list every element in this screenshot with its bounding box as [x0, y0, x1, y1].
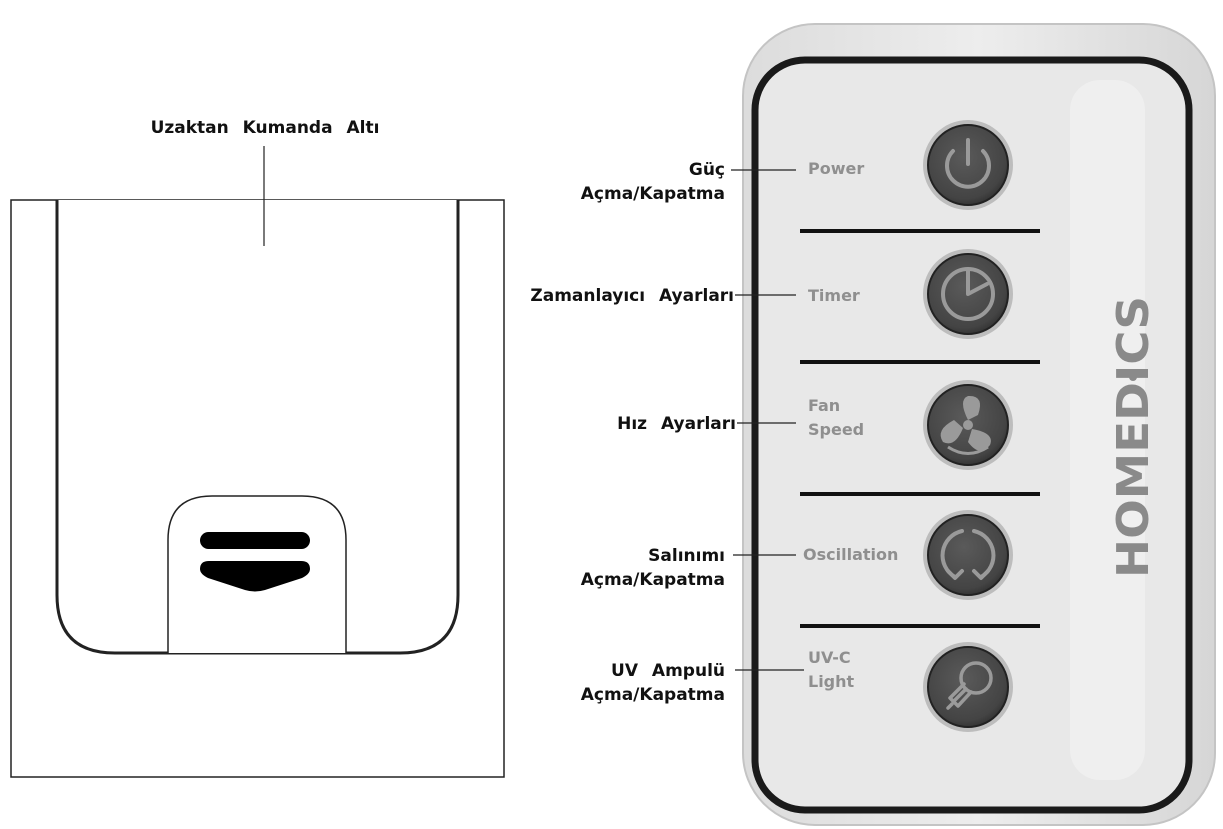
arrow-down-icon — [200, 561, 310, 592]
uv-light-button[interactable] — [923, 642, 1013, 732]
callout-power: Güç Açma/Kapatma — [580, 160, 725, 204]
fan-icon — [940, 395, 991, 455]
timer-button[interactable] — [923, 249, 1013, 339]
remote-front: HOMEDICS — [731, 23, 1216, 826]
logo-dot — [1129, 373, 1137, 381]
callout-uv-light: UV Ampulü Açma/Kapatma — [580, 661, 725, 705]
uv-light-label: UV-C Light — [808, 648, 855, 691]
light-bulb-icon — [946, 661, 993, 710]
oscillation-button[interactable] — [923, 510, 1013, 600]
callout-oscillation: Salınımı Açma/Kapatma — [580, 546, 725, 590]
oscillation-label: Oscillation — [803, 545, 899, 564]
oscillation-icon — [940, 529, 996, 580]
power-button[interactable] — [923, 120, 1013, 210]
brand-logo: HOMEDICS — [1108, 296, 1159, 578]
fan-speed-label: Fan Speed — [808, 396, 865, 439]
timer-label: Timer — [808, 286, 860, 305]
bottom-view-title: Uzaktan Kumanda Altı — [150, 118, 380, 138]
fan-speed-button[interactable] — [923, 380, 1013, 470]
power-icon — [945, 138, 991, 189]
release-line-icon — [200, 532, 310, 549]
callout-timer: Zamanlayıcı Ayarları — [530, 286, 734, 306]
remote-shine — [1070, 80, 1145, 780]
callout-fan-speed: Hız Ayarları — [617, 414, 736, 434]
power-label: Power — [808, 159, 865, 178]
remote-bottom-view — [10, 146, 505, 778]
timer-icon — [941, 267, 995, 321]
brand-logo-text: HOMEDICS — [1108, 296, 1159, 578]
